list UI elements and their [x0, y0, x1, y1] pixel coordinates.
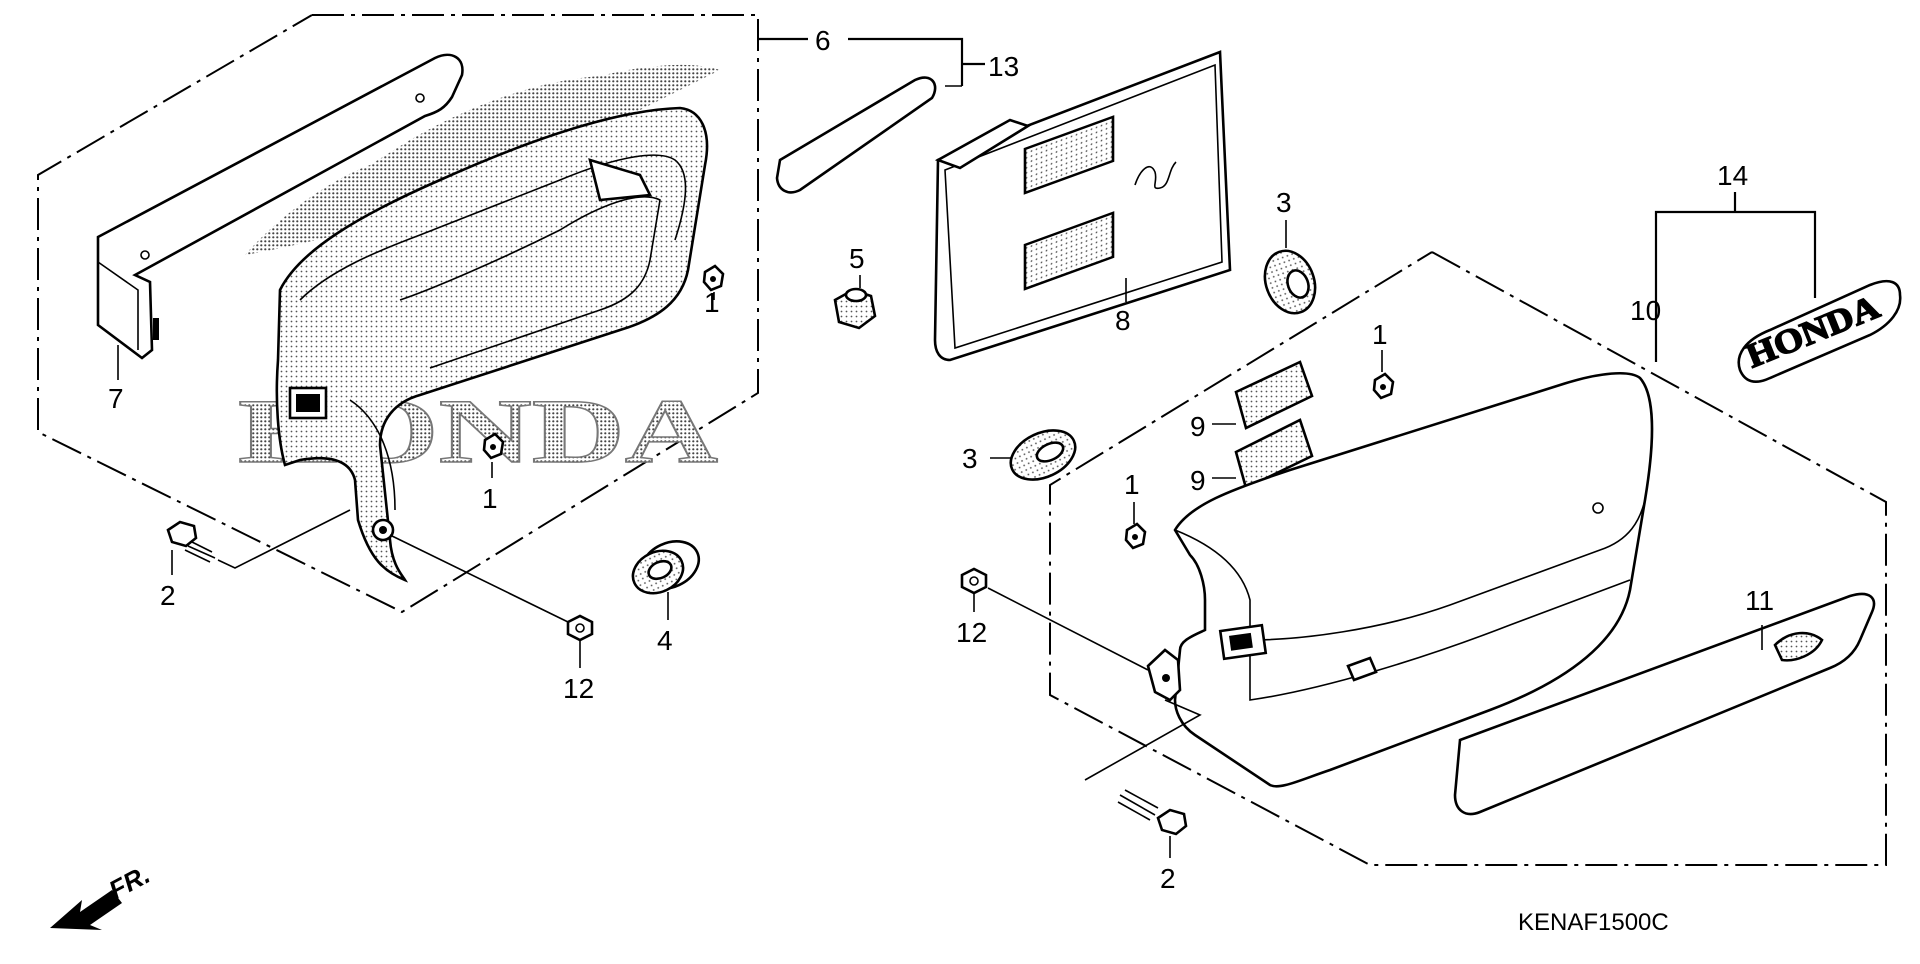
callout-12-left: 12: [563, 673, 594, 704]
callout-9-bottom: 9: [1190, 465, 1206, 496]
callout-1-top-left: 1: [704, 287, 720, 318]
part-12-nut-right: [960, 567, 988, 595]
callout-1-low-right: 1: [1124, 469, 1140, 500]
callout-4: 4: [657, 625, 673, 656]
callout-7: 7: [108, 383, 124, 414]
callout-12-right: 12: [956, 617, 987, 648]
front-direction-arrow: FR.: [50, 859, 155, 930]
part-3-grommet-top: [1263, 249, 1317, 315]
part-2-screw-left: [166, 520, 216, 563]
callout-2-right: 2: [1160, 863, 1176, 894]
callout-13: 13: [988, 51, 1019, 82]
left-side-cover: [275, 106, 709, 583]
callout-1-mid-left: 1: [482, 483, 498, 514]
part-12-nut-left: [566, 614, 594, 642]
right-assembly-outline: [1049, 251, 1887, 866]
callout-10: 10: [1630, 295, 1661, 326]
part-7-side-strip: [96, 53, 464, 360]
part-14-honda-emblem: HONDA: [1737, 279, 1902, 384]
part-3-grommet-left: [1009, 429, 1077, 481]
part-4-grommet: [631, 540, 701, 595]
part-9-pads: [1234, 360, 1314, 490]
callout-3-left: 3: [962, 443, 978, 474]
part-1-clip-low-right: [1124, 522, 1147, 550]
callout-9-top: 9: [1190, 411, 1206, 442]
callout-3-top: 3: [1276, 187, 1292, 218]
bracket-6-13: [848, 37, 964, 86]
part-2-screw-right: [1117, 789, 1188, 836]
part-1-clip-mid-left: [482, 432, 505, 460]
part-11-emblem-strip: [1453, 592, 1876, 816]
diagram-code: KENAF1500C: [1518, 909, 1669, 936]
left-assembly-outline: [37, 14, 759, 614]
part-8-tool-bag: [933, 50, 1232, 362]
callout-5: 5: [849, 243, 865, 274]
callout-2-left: 2: [160, 580, 176, 611]
part-5-grommet: [833, 287, 877, 330]
callout-8: 8: [1115, 305, 1131, 336]
callout-1-top-right: 1: [1372, 319, 1388, 350]
right-side-cover: [1084, 371, 1654, 788]
callout-6: 6: [815, 25, 831, 56]
callout-11: 11: [1745, 585, 1774, 616]
part-1-clip-top-right: [1372, 372, 1395, 400]
part-1-clip-top-left: [702, 264, 725, 292]
callout-14: 14: [1717, 160, 1748, 191]
part-13-strip: [775, 76, 937, 194]
